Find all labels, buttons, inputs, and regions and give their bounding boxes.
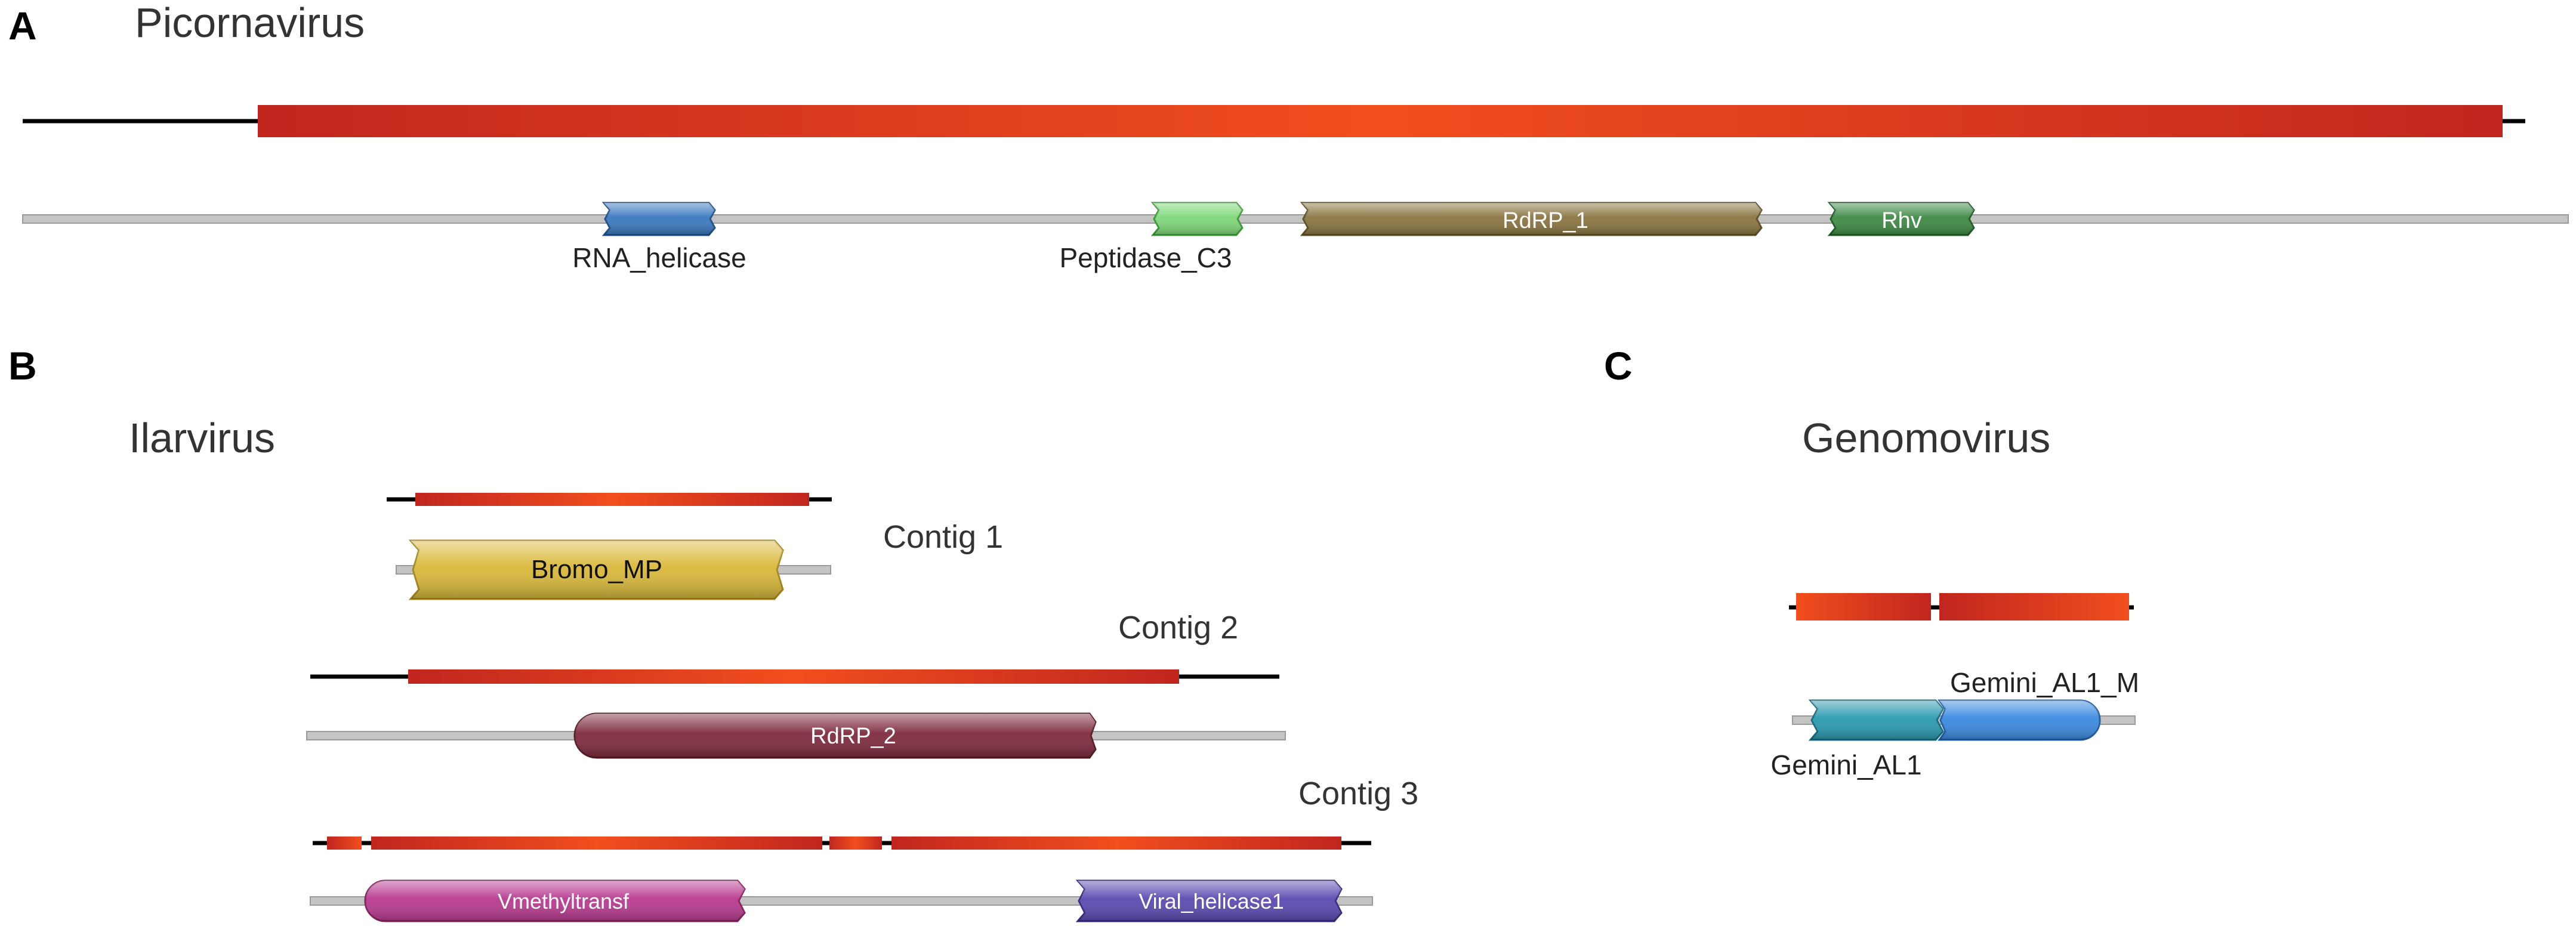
domain-shine — [411, 541, 783, 599]
panel-a-letter: A — [8, 4, 37, 48]
domain-viral-helicase1: Viral_helicase1 — [1075, 879, 1343, 922]
domain-vmethyltransf: Vmethyltransf — [364, 879, 746, 922]
protein-track-a: RNA_helicase Peptidase_C3 RdRP_1 Rhv — [22, 202, 2569, 273]
orf-bar — [891, 837, 1341, 850]
domain-label-rdrp-2: RdRP_2 — [810, 724, 896, 749]
domain-bromo-mp: Bromo_MP — [408, 539, 784, 600]
domain-gemini-al1 — [1808, 699, 1944, 741]
domain-label-peptidase-c3: Peptidase_C3 — [1060, 242, 1232, 273]
orf-bar — [415, 493, 809, 506]
orf-bar — [1939, 593, 2129, 621]
domain-rhv: Rhv — [1827, 202, 1975, 236]
domain-label-rdrp-1: RdRP_1 — [1503, 208, 1588, 233]
domain-shine — [1302, 203, 1761, 235]
panel-c: C Genomovirus Gemini_AL1_M Gemini_AL1 — [1604, 344, 2139, 780]
domain-label-gemini-al1-m: Gemini_AL1_M — [1950, 667, 2139, 698]
domain-gemini-al1-m — [1938, 699, 2101, 741]
contig-2: Contig 2 RdRP_2 — [306, 610, 1286, 759]
domain-shine — [1830, 203, 1974, 235]
orf-bar — [327, 837, 362, 850]
orf-bar — [408, 669, 1179, 684]
contig-2-label: Contig 2 — [1118, 610, 1238, 646]
genome-track-c — [1789, 593, 2134, 621]
panel-b-letter: B — [8, 344, 37, 388]
domain-label-rhv: Rhv — [1881, 208, 1922, 233]
domain-label-rna-helicase: RNA_helicase — [572, 242, 746, 273]
panel-c-letter: C — [1604, 344, 1633, 388]
protein-line — [22, 214, 2569, 224]
domain-peptidase-c3 — [1150, 202, 1244, 236]
panel-b: B Ilarvirus Bromo_MP Contig 1 Contig 2 R… — [8, 344, 1418, 922]
domain-shine — [1939, 700, 2100, 740]
domain-rna-helicase — [601, 202, 716, 236]
protein-track-c: Gemini_AL1_M Gemini_AL1 — [1770, 667, 2139, 780]
contig-1-label: Contig 1 — [883, 519, 1003, 555]
contig-3-label: Contig 3 — [1298, 776, 1418, 811]
domain-shine — [1078, 881, 1341, 921]
domain-label-bromo-mp: Bromo_MP — [531, 555, 662, 584]
domain-rdrp-1: RdRP_1 — [1300, 202, 1763, 236]
domain-shine — [575, 714, 1096, 758]
genome-track-a — [23, 105, 2525, 137]
panel-a-title: Picornavirus — [135, 0, 365, 46]
domain-rdrp-2: RdRP_2 — [573, 712, 1097, 759]
panel-a: A Picornavirus RNA_helicase Peptidase_C3 — [8, 0, 2569, 273]
domain-shine — [1153, 203, 1242, 235]
contig-1: Bromo_MP Contig 1 — [387, 493, 1003, 600]
orf-bar — [829, 837, 882, 850]
panel-b-title: Ilarvirus — [129, 415, 275, 461]
orf-bar — [371, 837, 822, 850]
domain-label-gemini-al1: Gemini_AL1 — [1770, 749, 1921, 780]
orf-bar — [1796, 593, 1931, 621]
domain-label-vmethyltransf: Vmethyltransf — [498, 889, 630, 913]
domain-shine — [365, 881, 745, 921]
domain-label-viral-helicase1: Viral_helicase1 — [1139, 889, 1284, 913]
orf-bar — [258, 105, 2503, 137]
contig-3: Contig 3 Vmethyltransf Viral_helicase1 — [310, 776, 1418, 922]
domain-shine — [604, 203, 715, 235]
domain-shine — [1810, 700, 1943, 740]
panel-c-title: Genomovirus — [1802, 415, 2050, 461]
